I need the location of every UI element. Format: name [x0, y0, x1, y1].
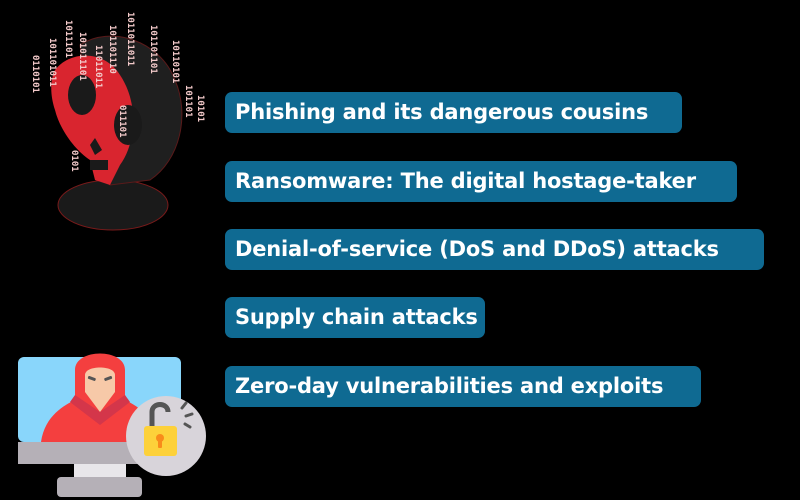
threat-ddos: Denial-of-service (DoS and DDoS) attacks: [225, 229, 764, 270]
hacker-monitor-unlock-icon: [18, 353, 206, 497]
svg-text:101101: 101101: [183, 85, 193, 118]
skull-binary-icon: 0110101 101101011 1011101 101011101 1101…: [30, 12, 205, 231]
svg-text:101101011: 101101011: [47, 38, 57, 87]
svg-text:101101110: 101101110: [107, 25, 117, 74]
threat-ransomware: Ransomware: The digital hostage-taker: [225, 161, 737, 202]
threat-supply-chain: Supply chain attacks: [225, 297, 485, 338]
svg-text:1011101: 1011101: [63, 20, 73, 58]
svg-text:0101: 0101: [69, 150, 79, 172]
threat-zero-day: Zero-day vulnerabilities and exploits: [225, 366, 701, 407]
threat-phishing: Phishing and its dangerous cousins: [225, 92, 682, 133]
svg-text:011101: 011101: [117, 105, 127, 138]
svg-text:10110101: 10110101: [170, 40, 180, 83]
svg-text:101011101: 101011101: [77, 32, 87, 81]
svg-text:10101: 10101: [195, 95, 205, 122]
svg-text:11011011: 11011011: [93, 45, 103, 88]
svg-text:0110101: 0110101: [30, 55, 40, 93]
svg-text:1011011011: 1011011011: [125, 12, 135, 66]
svg-text:101101101: 101101101: [148, 25, 158, 74]
